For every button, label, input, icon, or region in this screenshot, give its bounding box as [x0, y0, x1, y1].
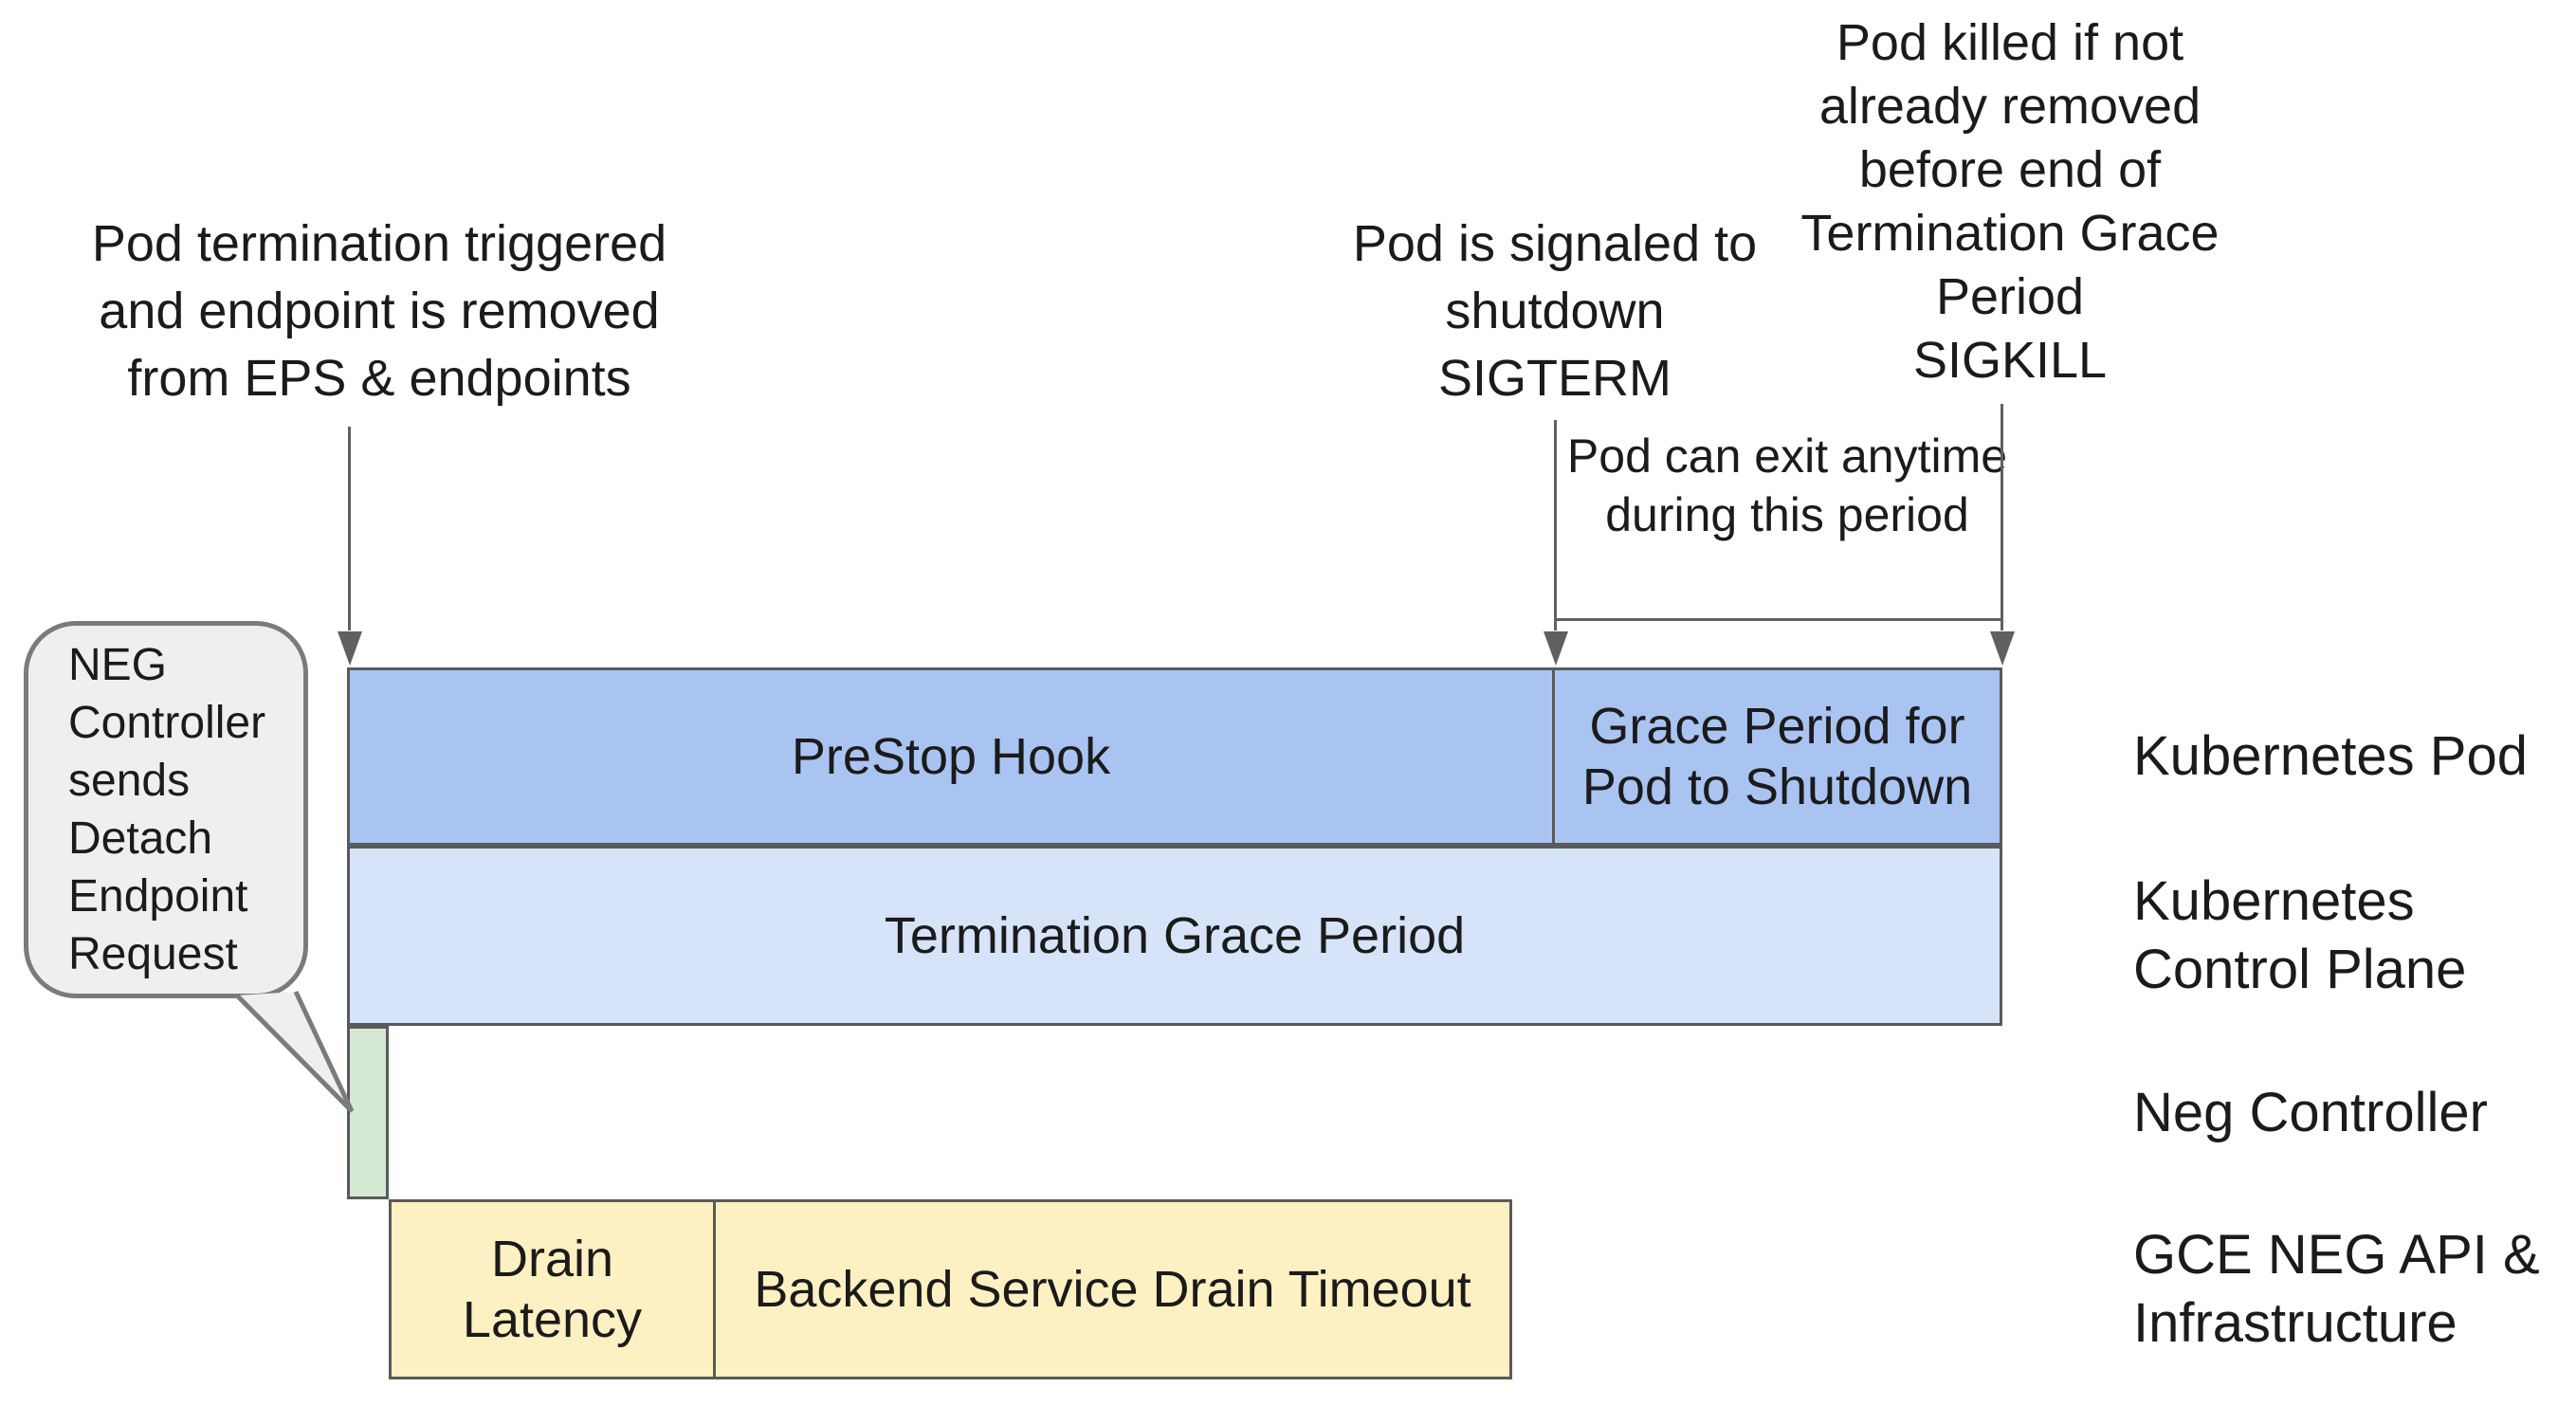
row-label-kubernetes-pod: Kubernetes Pod [2133, 725, 2528, 787]
row-label-kubernetes-control-plane: Kubernetes Control Plane [2133, 870, 2467, 1000]
bar-segment-drain-latency: Drain Latency [392, 1202, 716, 1377]
exit-period-bracket-line [1555, 618, 2002, 621]
down-arrow-icon [338, 631, 362, 666]
bar-neg-controller [347, 1026, 389, 1199]
annotation-pod-termination-triggered: Pod termination triggered and endpoint i… [91, 215, 667, 407]
speech-bubble-text: NEG Controller sends Detach Endpoint Req… [68, 640, 266, 979]
bar-segment-prestop-hook: PreStop Hook [350, 670, 1555, 843]
arrow-line-sigkill [2001, 404, 2003, 630]
bar-kubernetes-control-plane: Termination Grace Period [347, 846, 2002, 1026]
bar-kubernetes-pod: PreStop Hook Grace Period for Pod to Shu… [347, 667, 2002, 846]
down-arrow-icon [1544, 631, 1568, 666]
bar-segment-backend-service-drain-timeout: Backend Service Drain Timeout [754, 1261, 1471, 1318]
row-label-gce-neg-api: GCE NEG API & Infrastructure [2133, 1224, 2540, 1354]
annotation-pod-can-exit: Pod can exit anytime during this period [1566, 429, 2008, 541]
bar-segment-grace-period-shutdown: Grace Period for Pod to Shutdown [1581, 698, 1973, 815]
annotation-sigterm: Pod is signaled to shutdown SIGTERM [1352, 215, 1758, 407]
speech-bubble: NEG Controller sends Detach Endpoint Req… [24, 621, 308, 998]
annotation-sigkill: Pod killed if not already removed before… [1800, 14, 2220, 389]
bar-segment-termination-grace-period: Termination Grace Period [884, 907, 1466, 964]
row-label-neg-controller: Neg Controller [2133, 1081, 2488, 1143]
arrow-line-pod-termination [348, 427, 351, 630]
bar-segment-neg-controller [350, 1029, 386, 1196]
down-arrow-icon [1990, 631, 2015, 666]
arrow-line-sigterm [1554, 420, 1557, 630]
bar-gce-neg-api: Drain Latency Backend Service Drain Time… [389, 1199, 1512, 1379]
